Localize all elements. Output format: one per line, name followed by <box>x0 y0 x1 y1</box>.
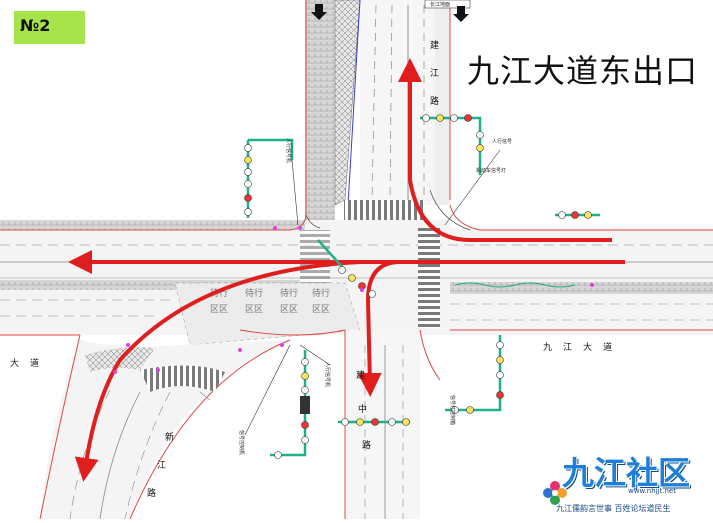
lane-mark-7: 区区 <box>280 304 298 315</box>
southwest-road <box>39 334 291 520</box>
traffic-arrows <box>68 58 625 482</box>
signal-label-5: 信号控制机 <box>238 430 245 455</box>
lane-mark-2: 待行 <box>245 287 263 299</box>
north-road-char-2: 江 <box>430 68 439 79</box>
waiting-zone: 待行 待行 待行 待行 区区 区区 区区 区区 <box>174 282 361 346</box>
down-arrow-icon <box>453 6 469 22</box>
south-road <box>239 329 441 519</box>
top-sign: 长江地面 <box>430 1 450 8</box>
signal-cabinet <box>300 396 310 414</box>
lane-mark-8: 区区 <box>312 304 330 315</box>
south-road-char-3: 路 <box>362 439 371 451</box>
east-road-char-1: 九 <box>543 342 552 353</box>
east-road-char-2: 江 <box>563 342 572 353</box>
logo-slogan: 九江儒韵言世事 百姓论坛道民生 <box>556 504 671 513</box>
south-road-char-1: 建 <box>356 369 365 381</box>
down-arrow-icon <box>311 4 327 20</box>
south-road-char-2: 中 <box>358 403 367 415</box>
sw-road-char-3: 路 <box>147 487 156 499</box>
lane-mark-3: 待行 <box>280 287 298 299</box>
ew-road <box>0 204 713 336</box>
diagram-title: 九江大道东出口 <box>467 52 699 90</box>
flower-icon <box>543 481 567 505</box>
sw-road-char-2: 江 <box>157 460 166 471</box>
west-road-char-2: 道 <box>30 357 39 369</box>
sw-road-char-1: 新 <box>165 431 174 443</box>
signal-label-1: 人行信号机 <box>285 138 292 163</box>
east-road-char-3: 大 <box>583 341 592 353</box>
community-logo: 九江社区 www.nhjjt.net 九江儒韵言世事 百姓论坛道民生 <box>540 448 702 516</box>
lane-mark-4: 待行 <box>312 287 330 299</box>
north-road <box>305 0 451 226</box>
north-road-char-1: 建 <box>430 39 439 51</box>
west-road-char-1: 大 <box>10 357 19 369</box>
logo-url: www.nhjjt.net <box>628 487 676 495</box>
signal-label-3: 机动车信号灯 <box>476 167 506 174</box>
signal-label-6: 信号灯控制箱 <box>449 395 456 425</box>
north-road-char-3: 路 <box>430 95 439 107</box>
signal-label-2: 人行信号 <box>492 138 512 145</box>
signal-heads <box>244 114 592 459</box>
detector-points <box>113 226 594 374</box>
lane-mark-6: 区区 <box>245 304 263 315</box>
sheet-badge: №2 <box>14 11 85 44</box>
east-road-char-4: 道 <box>603 341 612 353</box>
leader-lines <box>244 149 501 436</box>
lane-mark-5: 区区 <box>210 304 228 315</box>
logo-text: 九江社区 <box>562 454 691 492</box>
sheet-number: №2 <box>20 16 51 35</box>
signal-label-4: 人行信号机 <box>324 362 331 387</box>
